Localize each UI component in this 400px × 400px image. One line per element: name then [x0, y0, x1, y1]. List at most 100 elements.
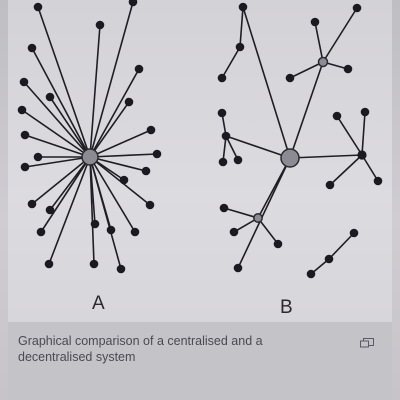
edge: [23, 81, 91, 158]
leaf-node: [349, 228, 359, 238]
leaf-node: [95, 20, 105, 30]
decentralised-network: [217, 2, 383, 279]
junction-node: [357, 150, 367, 160]
leaf-node: [233, 155, 243, 165]
leaf-node: [324, 254, 334, 264]
edge: [89, 156, 147, 172]
leaf-node: [106, 225, 116, 235]
caption-area: [8, 322, 392, 400]
leaf-node: [45, 205, 55, 215]
edge: [89, 129, 152, 158]
leaf-node: [235, 42, 245, 52]
leaf-node: [27, 43, 37, 53]
leaf-node: [145, 200, 155, 210]
leaf-node: [238, 2, 248, 12]
edge: [289, 61, 324, 159]
edge: [361, 111, 366, 156]
leaf-node: [27, 199, 37, 209]
leaf-node: [221, 131, 231, 141]
central-hub-node: [81, 148, 99, 166]
leaf-node: [146, 125, 156, 135]
edge: [223, 207, 259, 219]
edge: [322, 7, 358, 63]
expand-icon[interactable]: [360, 338, 374, 348]
leaf-node: [218, 157, 228, 167]
edge: [242, 6, 291, 159]
leaf-node: [233, 263, 243, 273]
leaf-node: [36, 227, 46, 237]
edge: [289, 154, 363, 159]
leaf-node: [90, 219, 100, 229]
edge: [89, 156, 122, 270]
edge: [89, 156, 136, 233]
leaf-node: [310, 17, 320, 27]
edge: [225, 135, 291, 159]
edge: [89, 101, 130, 158]
centralised-network: [17, 0, 162, 274]
leaf-node: [89, 259, 99, 269]
edge: [222, 135, 227, 163]
leaf-node: [20, 130, 30, 140]
leaf-node: [352, 3, 362, 13]
sub-hub-node: [317, 56, 329, 68]
leaf-node: [33, 152, 43, 162]
edge: [40, 156, 91, 233]
edge: [328, 232, 355, 260]
edge: [329, 154, 363, 186]
edge: [49, 96, 91, 158]
edge: [221, 46, 241, 79]
leaf-node: [332, 111, 342, 121]
leaf-node: [217, 73, 227, 83]
edge: [225, 135, 239, 161]
edge: [314, 21, 324, 63]
edge: [21, 109, 91, 158]
edge: [239, 6, 244, 48]
leaf-node: [373, 176, 383, 186]
edge: [237, 157, 291, 269]
figure-caption: Graphical comparison of a centralised an…: [18, 334, 263, 364]
edge: [37, 6, 91, 158]
leaf-node: [124, 97, 134, 107]
edge: [31, 47, 91, 158]
leaf-node: [325, 180, 335, 190]
sub-hub-node: [253, 213, 263, 223]
leaf-node: [152, 149, 162, 159]
edge: [361, 154, 379, 182]
leaf-node: [20, 162, 30, 172]
edge: [89, 156, 95, 265]
main-hub-node: [280, 148, 300, 168]
leaf-node: [33, 2, 43, 12]
diagram-label-b: B: [280, 297, 293, 318]
leaf-node: [219, 203, 229, 213]
edge: [89, 1, 134, 158]
edge: [89, 24, 101, 158]
diagram-label-a: A: [92, 293, 105, 314]
leaf-node: [285, 73, 295, 83]
leaf-node: [306, 269, 316, 279]
leaf-node: [360, 107, 370, 117]
edge: [24, 134, 91, 158]
leaf-node: [134, 64, 144, 74]
leaf-node: [119, 175, 129, 185]
network-diagram: [17, 0, 383, 279]
leaf-node: [343, 64, 353, 74]
edge: [24, 156, 91, 168]
edge: [257, 217, 279, 245]
edge: [89, 153, 158, 158]
leaf-node: [217, 108, 227, 118]
leaf-node: [45, 92, 55, 102]
edge: [336, 115, 363, 156]
edge: [89, 68, 140, 158]
leaf-node: [17, 105, 27, 115]
edge: [31, 156, 91, 205]
leaf-node: [116, 264, 126, 274]
leaf-node: [19, 77, 29, 87]
leaf-node: [130, 227, 140, 237]
leaf-node: [44, 259, 54, 269]
edge: [48, 156, 91, 265]
leaf-node: [273, 239, 283, 249]
leaf-node: [229, 227, 239, 237]
leaf-node: [141, 166, 151, 176]
leaf-node: [128, 0, 138, 7]
